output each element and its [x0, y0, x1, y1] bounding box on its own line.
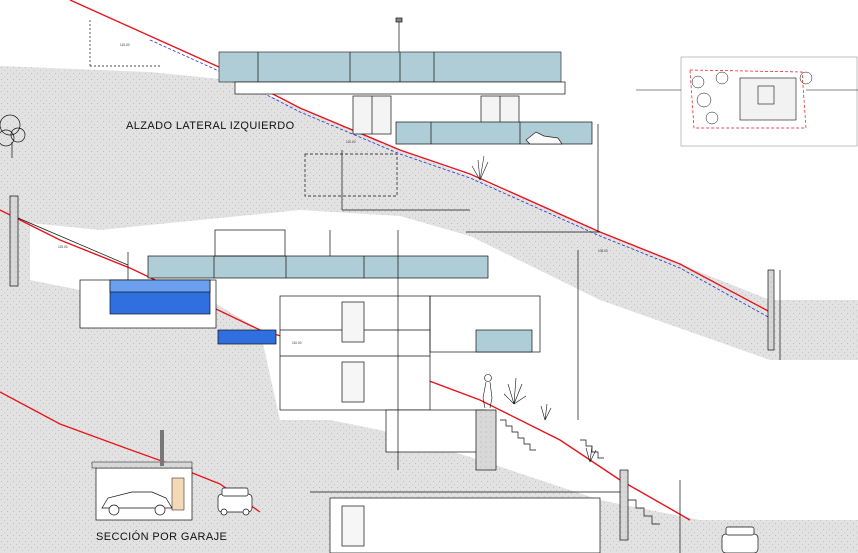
tree-icon	[0, 114, 26, 158]
lower-building	[310, 469, 681, 553]
chimney-icon	[395, 17, 403, 23]
level-mid-b: 110.00	[292, 341, 302, 345]
site-plan-thumbnail	[636, 56, 858, 147]
level-upper-c: 105.00	[598, 249, 608, 253]
mid-building	[9, 195, 781, 471]
upper-terrain-line	[69, 0, 771, 313]
level-mid-a: 115.00	[58, 245, 68, 249]
person-icon	[482, 374, 493, 409]
elevation-title: ALZADO LATERAL IZQUIERDO	[126, 120, 295, 132]
level-upper-a: 115.00	[120, 43, 130, 47]
car-icon	[101, 491, 173, 516]
lounger-icon	[525, 131, 563, 145]
level-upper-b: 110.00	[346, 140, 356, 144]
car-icon	[721, 526, 759, 553]
plant-icon	[503, 377, 597, 463]
plant-icon	[471, 155, 489, 181]
car-icon	[217, 487, 253, 516]
garage-section-title: SECCIÓN POR GARAJE	[96, 530, 227, 543]
